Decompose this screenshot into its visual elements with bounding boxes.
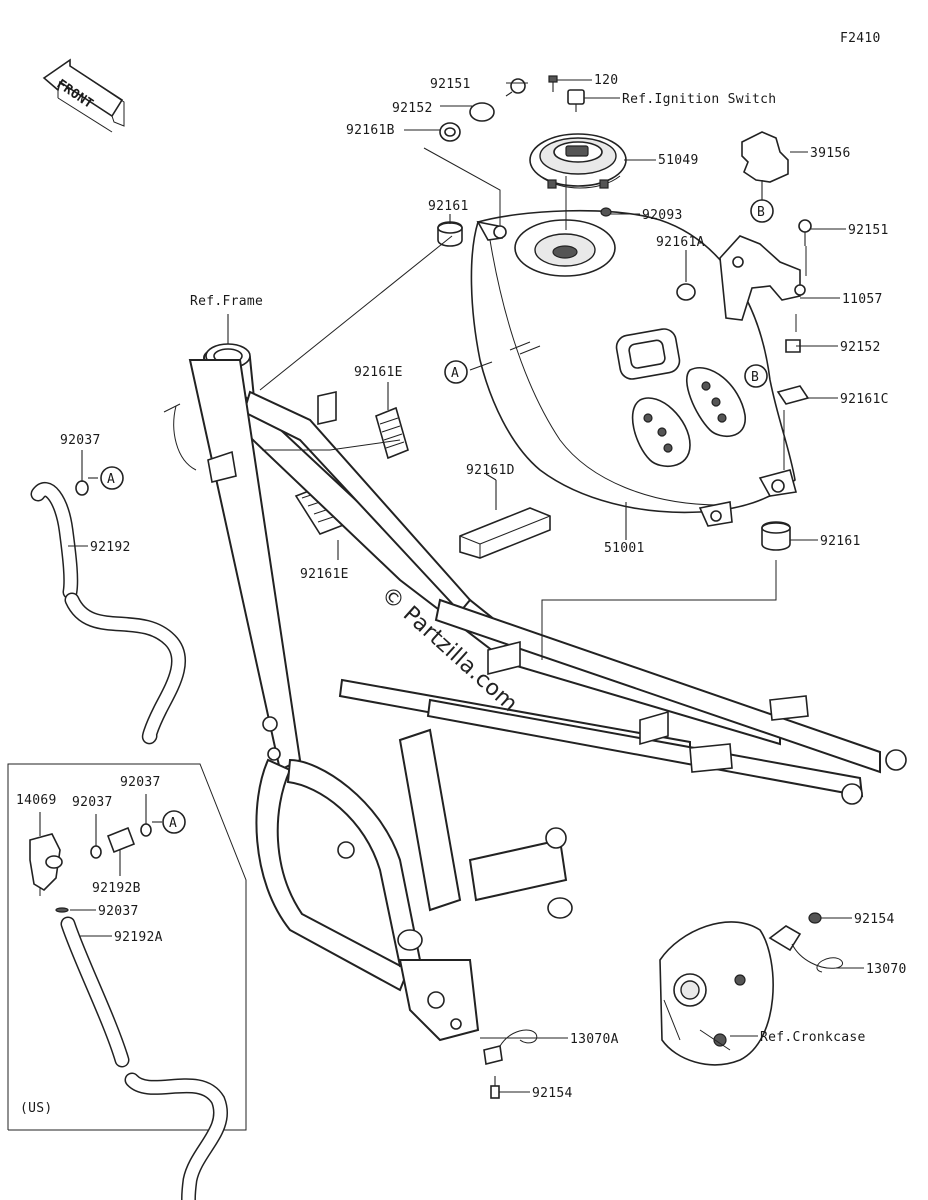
callout-92037-box-low: 92037 xyxy=(98,904,139,919)
bolt-92151-top xyxy=(505,78,526,97)
callout-92151-right: 92151 xyxy=(848,223,889,238)
leader-lines xyxy=(39,79,864,1093)
callout-92161-left: 92161 xyxy=(428,199,469,214)
callout-92154-bottom: 92154 xyxy=(532,1086,573,1101)
damper-92161-left xyxy=(437,221,463,247)
callout-92154-right: 92154 xyxy=(854,912,895,927)
grommet-92161b xyxy=(439,122,461,142)
callout-92151-top: 92151 xyxy=(430,77,471,92)
callout-92192: 92192 xyxy=(90,540,131,555)
clamp-13070a xyxy=(483,1029,538,1065)
pad-92161e-top xyxy=(375,406,409,460)
callout-14069: 14069 xyxy=(16,793,57,808)
ref-circle-a-tank: A xyxy=(444,360,468,384)
fuel-tank xyxy=(470,209,798,527)
callout-51049: 51049 xyxy=(658,153,699,168)
bolt-120 xyxy=(548,75,558,92)
collar-92152-top xyxy=(469,102,495,122)
grommet-92161a xyxy=(676,283,696,301)
clamp-13070 xyxy=(768,925,844,973)
ref-letter: A xyxy=(451,366,459,381)
bolt-92154-bottom xyxy=(490,1076,500,1099)
callout-92161b: 92161B xyxy=(346,123,395,138)
callout-120: 120 xyxy=(594,73,618,88)
callout-92161-lower: 92161 xyxy=(820,534,861,549)
ref-circle-a-box: A xyxy=(162,810,186,834)
callout-92161e-bottom: 92161E xyxy=(300,567,349,582)
ref-letter: B xyxy=(757,205,765,220)
ref-circle-b-39156: B xyxy=(750,199,774,223)
grommet-92161c xyxy=(776,385,810,405)
callout-13070a: 13070A xyxy=(570,1032,619,1047)
callout-ref-crankcase: Ref.Cronkcase xyxy=(760,1030,866,1045)
ref-letter: A xyxy=(107,472,115,487)
callout-92161d: 92161D xyxy=(466,463,515,478)
nut-92093 xyxy=(600,207,612,217)
callout-11057: 11057 xyxy=(842,292,883,307)
callout-92037-left: 92037 xyxy=(60,433,101,448)
region-label: (US) xyxy=(20,1101,53,1116)
us-inset: (US) xyxy=(7,763,247,1200)
clip-92037-left xyxy=(75,480,89,496)
figure-id: F2410 xyxy=(840,31,881,46)
fuel-cap xyxy=(529,133,627,189)
callout-ref-frame: Ref.Frame xyxy=(190,294,263,309)
callout-92093: 92093 xyxy=(642,208,683,223)
callout-92037-box-top: 92037 xyxy=(120,775,161,790)
ref-circle-b-right: B xyxy=(744,364,768,388)
bracket-11057 xyxy=(719,235,806,321)
cover-39156 xyxy=(741,131,789,183)
callout-92192b: 92192B xyxy=(92,881,141,896)
ref-letter: A xyxy=(169,816,177,831)
callout-92161e-top: 92161E xyxy=(354,365,403,380)
callout-92192a: 92192A xyxy=(114,930,163,945)
callout-13070: 13070 xyxy=(866,962,907,977)
front-arrow-icon: FRONT xyxy=(42,58,125,133)
callout-39156: 39156 xyxy=(810,146,851,161)
callout-92161c: 92161C xyxy=(840,392,889,407)
breather-hose-92192 xyxy=(30,482,187,745)
pad-92161d xyxy=(459,507,551,559)
bolt-92151-right xyxy=(798,219,812,246)
bolt-92154-right xyxy=(808,912,822,924)
callout-51001: 51001 xyxy=(604,541,645,556)
ref-circle-a-left: A xyxy=(100,466,124,490)
damper-92161-lower xyxy=(761,521,791,551)
callout-92161a: 92161A xyxy=(656,235,705,250)
ignition-switch-bolt xyxy=(567,89,585,112)
callout-92152-top: 92152 xyxy=(392,101,433,116)
collar-92152-right xyxy=(785,339,801,353)
motorcycle-frame xyxy=(163,343,907,1042)
callout-ref-ignition-switch: Ref.Ignition Switch xyxy=(622,92,776,107)
callout-92152-right: 92152 xyxy=(840,340,881,355)
crankcase xyxy=(659,921,774,1066)
callout-92037-box-mid: 92037 xyxy=(72,795,113,810)
ref-letter: B xyxy=(751,370,759,385)
